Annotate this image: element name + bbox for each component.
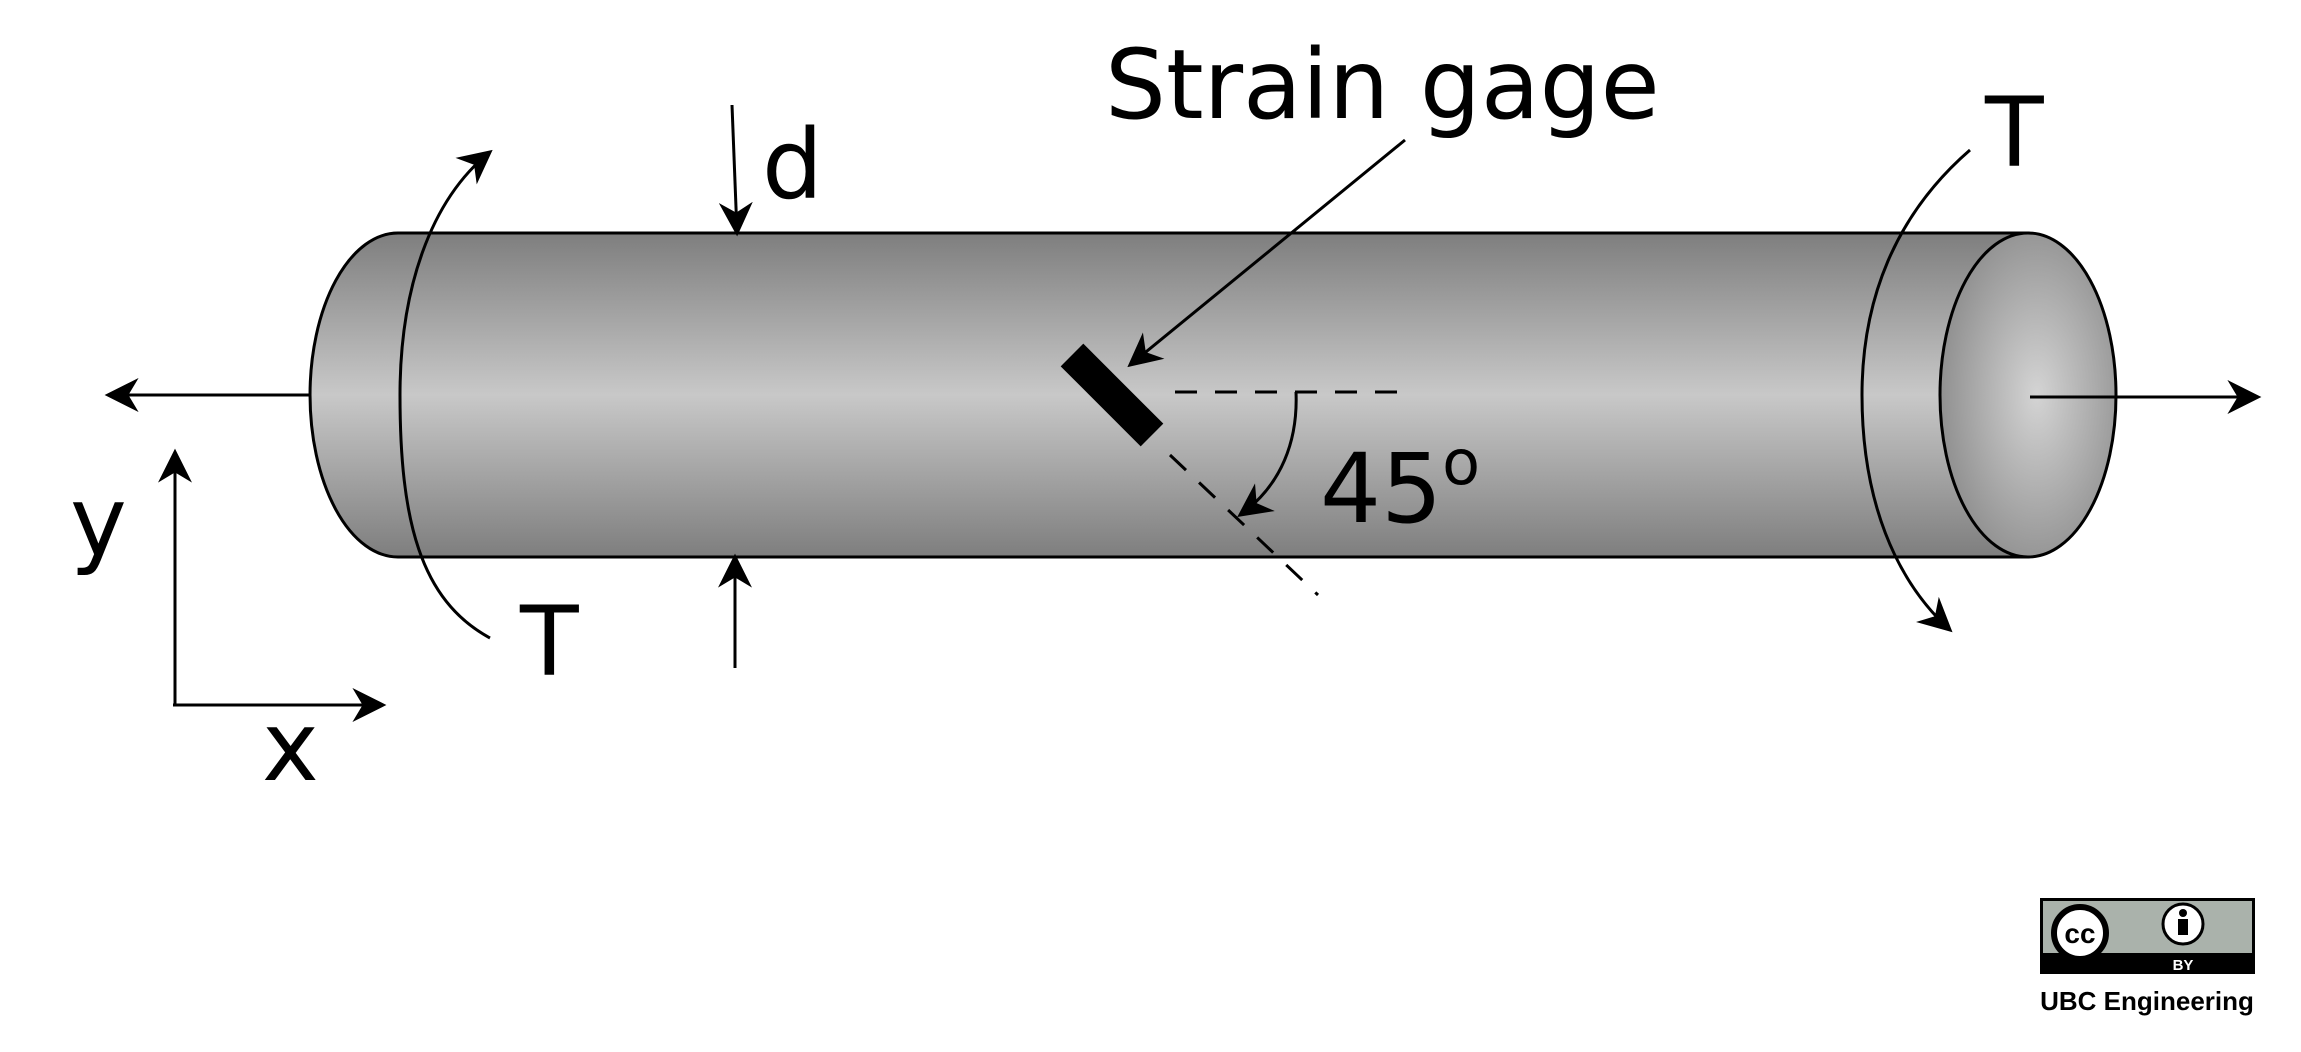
label-diameter: d	[762, 109, 823, 221]
angle-arc	[1237, 391, 1298, 517]
strain-gage-leader	[1127, 138, 1406, 368]
diameter-arrow-top	[718, 104, 753, 237]
cc-by-text: BY	[2173, 957, 2194, 974]
shaft	[308, 231, 2118, 559]
label-torque-right: T	[1984, 77, 2044, 189]
credit-text: UBC Engineering	[2040, 986, 2254, 1016]
angle-value: 45	[1320, 433, 1442, 545]
reference-dashed-diagonal	[1168, 453, 1320, 597]
cc-by-badge: cc BY	[2040, 898, 2255, 974]
label-strain-gage: Strain gage	[1105, 29, 1660, 141]
cc-logo-icon	[2051, 904, 2109, 962]
shaft-body	[308, 231, 2030, 559]
cc-logo-text: cc	[2064, 918, 2095, 949]
coordinate-axes	[158, 448, 387, 722]
attribution-icon-body	[2178, 919, 2188, 935]
attribution-icon-head	[2179, 909, 2187, 917]
label-axis-x: x	[262, 691, 319, 803]
strain-gage-element	[1060, 343, 1164, 447]
angle-unit: o	[1442, 426, 1480, 499]
label-torque-left: T	[519, 586, 579, 698]
torque-arc-right	[1860, 148, 1971, 633]
torque-arc-left	[398, 149, 493, 640]
label-axis-y: y	[70, 466, 127, 578]
shaft-end-face	[1938, 231, 2118, 559]
label-angle: 45o	[1320, 426, 1480, 545]
